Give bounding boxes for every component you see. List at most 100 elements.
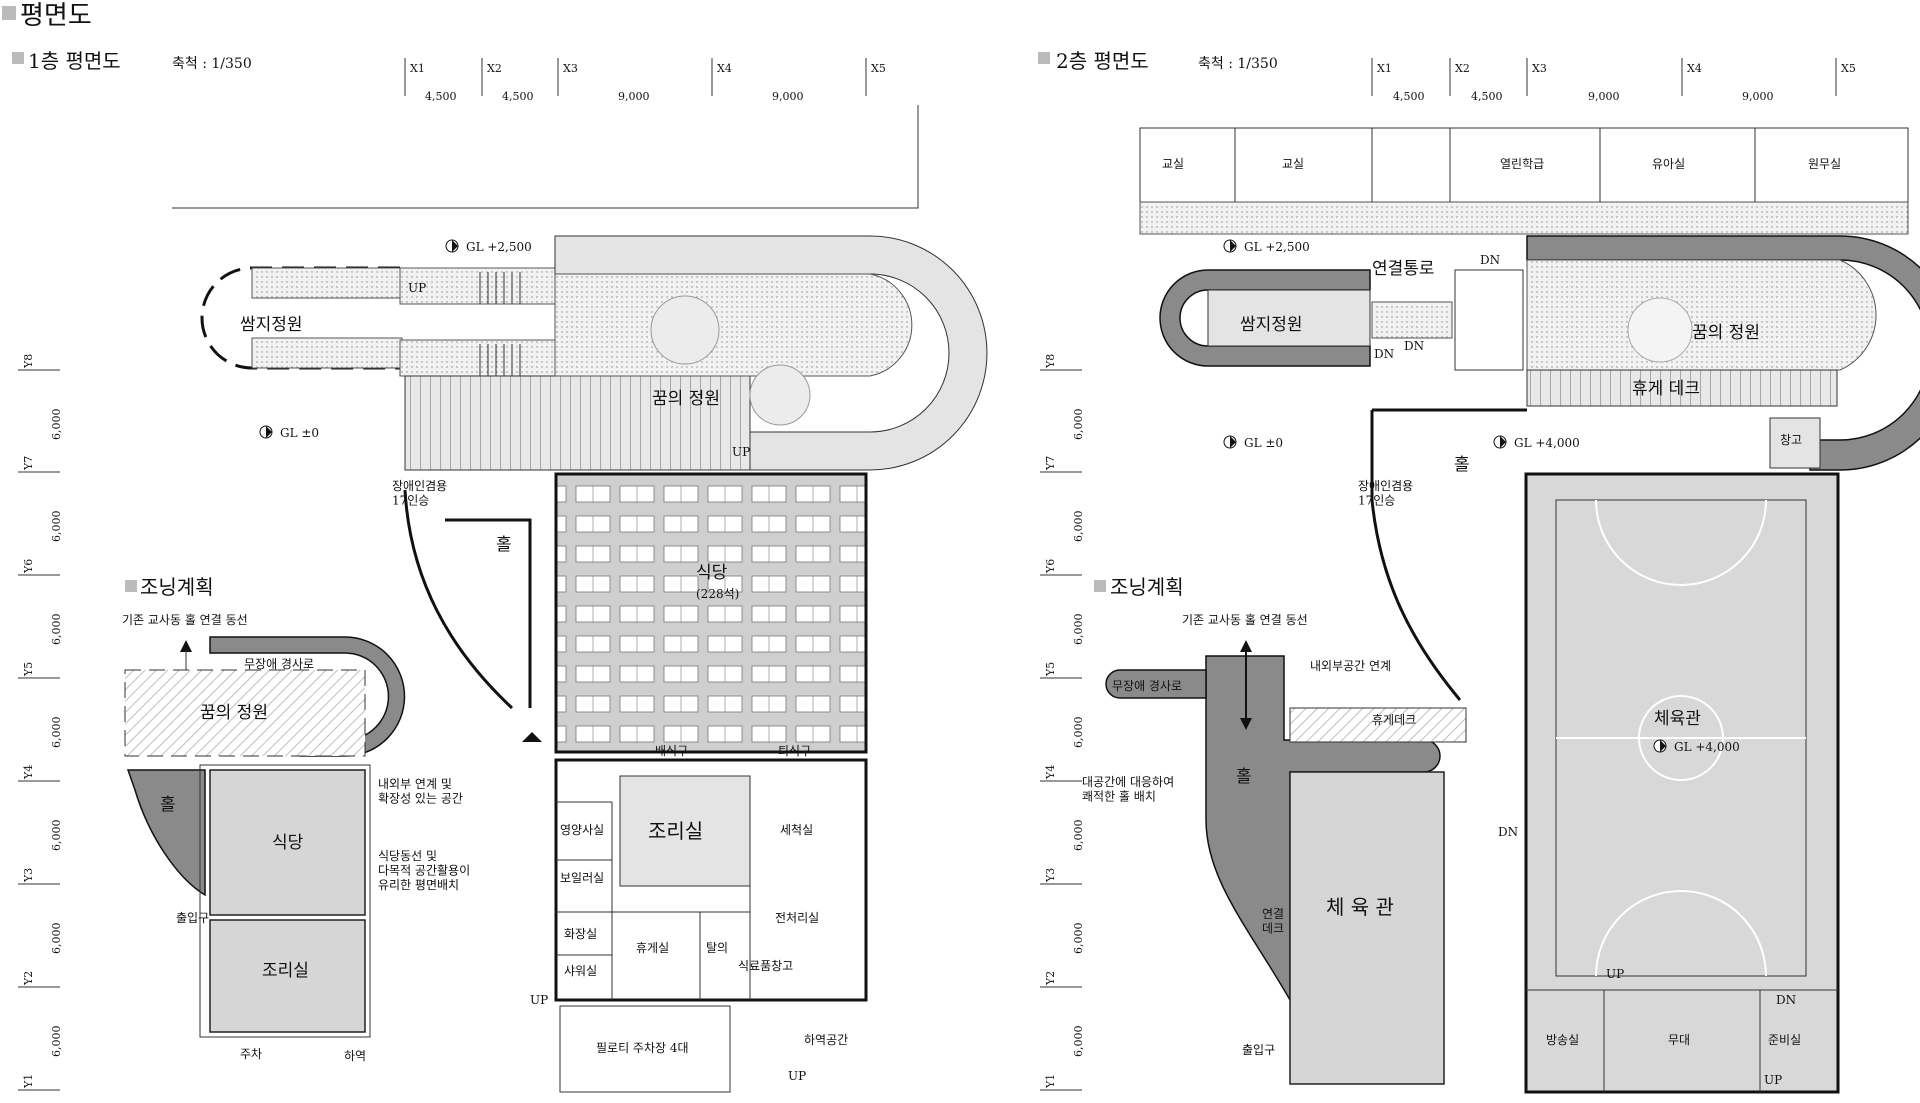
floor1-zoning-kitchen: 조리실 xyxy=(262,961,309,981)
floor2-plan: 2층 평면도 축척 : 1/350 X1 X2 X3 X4 X5 4,500 4… xyxy=(1038,49,1920,1094)
floor1-plan: 1층 평면도 축척 : 1/350 X1 X2 X3 X4 X5 4,500 4… xyxy=(12,49,988,1093)
floor1-zoning-cafeteria: 식당 xyxy=(272,833,304,853)
floor1-grid-x5: X5 xyxy=(871,62,886,75)
floor1-hall xyxy=(403,489,514,710)
floor2-classrooms: 교실 교실 열린학급 유아실 원무실 xyxy=(1139,127,1909,235)
floor2-nursery-label: 유아실 xyxy=(1652,157,1685,171)
floor2-grid-y4: Y4 xyxy=(1044,765,1057,780)
floor1-dream-garden-track xyxy=(554,235,988,471)
floor2-ydim-3: 6,000 xyxy=(1072,614,1085,646)
floor2-zoning-gym: 체 육 관 xyxy=(1326,895,1394,919)
floor2-dn-1: DN xyxy=(1374,347,1394,361)
floor1-up-5: UP xyxy=(788,1069,806,1083)
floor2-ydim-5: 6,000 xyxy=(1072,820,1085,852)
floor2-classroom1-label: 교실 xyxy=(1162,157,1184,171)
floor2-grid-y2: Y2 xyxy=(1044,971,1057,986)
floor2-zoning-title: 조닝계획 xyxy=(1110,575,1184,599)
floor1-zoning: 조닝계획 기존 교사동 홀 연결 동선 무장애 경사로 꿈의 정원 홀 식당 조… xyxy=(122,575,470,1063)
floor1-ydim-4: 6,000 xyxy=(50,717,63,749)
floor1-grid-y4: Y4 xyxy=(22,765,35,780)
floor1-zoning-parking: 주차 xyxy=(240,1047,262,1061)
floor1-grid-y7: Y7 xyxy=(22,456,35,471)
floor2-up-1: UP xyxy=(1606,967,1624,981)
floor1-y-grid: Y8 Y7 Y6 Y5 Y4 Y3 Y2 Y1 6,000 6,000 6,00… xyxy=(18,354,63,1091)
floor2-dim-3: 9,000 xyxy=(1588,90,1620,103)
floor1-grid-x1: X1 xyxy=(410,62,425,75)
floor1-cafeteria-seats: (228석) xyxy=(696,587,739,601)
floor1-cafeteria xyxy=(554,472,868,754)
floor1-grid-y8: Y8 xyxy=(22,354,35,369)
floor2-dim-1: 4,500 xyxy=(1393,90,1425,103)
floor2-ydim-1: 6,000 xyxy=(1072,409,1085,441)
floor1-cafeteria-label: 식당 xyxy=(696,563,728,583)
floor2-gl-upper-text: GL +2,500 xyxy=(1244,240,1310,254)
floor2-broadcast-label: 방송실 xyxy=(1546,1033,1579,1047)
floor2-ssamji-label: 쌈지정원 xyxy=(1240,315,1303,335)
floor1-dream-garden-label: 꿈의 정원 xyxy=(652,389,720,409)
floor2-ssamji-path xyxy=(1159,269,1371,367)
floor2-dn-3: DN xyxy=(1480,253,1500,267)
floor1-toilet-label: 화장실 xyxy=(564,927,597,941)
floor2-ydim-7: 6,000 xyxy=(1072,1026,1085,1058)
floor2-ydim-2: 6,000 xyxy=(1072,511,1085,543)
floor1-zoning-hall: 홀 xyxy=(160,795,176,815)
floor1-shower-label: 샤워실 xyxy=(564,964,597,978)
page-title: 평면도 xyxy=(2,1,92,31)
floor1-hall-label: 홀 xyxy=(496,535,512,555)
floor1-grid-y2: Y2 xyxy=(22,971,35,986)
floor1-ydim-3: 6,000 xyxy=(50,614,63,646)
floor2-gl-hall: GL +4,000 xyxy=(1493,435,1580,450)
floor2-stage-label: 무대 xyxy=(1668,1033,1690,1047)
floor1-washing-label: 세척실 xyxy=(780,823,813,837)
floor1-zoning-garden: 꿈의 정원 xyxy=(200,703,268,723)
floor1-gl-lower-text: GL ±0 xyxy=(280,426,319,440)
floor1-ssamji-path xyxy=(200,266,400,370)
floor1-up-3: UP xyxy=(732,445,750,459)
floor2-gl-gym: GL +4,000 xyxy=(1653,739,1740,754)
floor2-zoning-link: 기존 교사동 홀 연결 동선 xyxy=(1182,613,1308,627)
floor1-kitchen-label: 조리실 xyxy=(648,819,703,843)
floor1-prep-label: 전처리실 xyxy=(775,911,819,925)
floor2-open-class-label: 열린학급 xyxy=(1500,157,1544,171)
floor2-up-2: UP xyxy=(1764,1073,1782,1087)
floor1-up-1: UP xyxy=(408,281,426,295)
floor1-scale: 축척 : 1/350 xyxy=(172,56,252,72)
floor2-grid-y3: Y3 xyxy=(1044,868,1057,883)
floor2-grid-x1: X1 xyxy=(1377,62,1392,75)
floor1-zoning-link: 기존 교사동 홀 연결 동선 xyxy=(122,613,248,627)
floor1-loading-label: 하역공간 xyxy=(804,1033,848,1047)
floor1-zoning-loading: 하역 xyxy=(344,1049,366,1063)
floor2-zoning-entrance: 출입구 xyxy=(1242,1043,1275,1057)
floor2-title: 2층 평면도 xyxy=(1056,49,1149,73)
floor2-scale: 축척 : 1/350 xyxy=(1198,56,1278,72)
floor1-nutrition-label: 영양사실 xyxy=(560,823,604,837)
floor2-dn-2: DN xyxy=(1404,339,1424,353)
floor1-piloti-label: 필로티 주차장 4대 xyxy=(596,1041,689,1055)
floor1-serving-label: 배식구 xyxy=(655,744,688,758)
floor1-grid-x4: X4 xyxy=(717,62,732,75)
floor2-zoning-hall: 홀 xyxy=(1236,767,1252,787)
floor1-title: 1층 평면도 xyxy=(28,49,121,73)
floor2-gl-hall-text: GL +4,000 xyxy=(1514,436,1580,450)
floor1-grid-y5: Y5 xyxy=(22,662,35,677)
floor2-gl-gym-text: GL +4,000 xyxy=(1674,740,1740,754)
floor1-grid-x3: X3 xyxy=(563,62,578,75)
floor2-storage-label: 창고 xyxy=(1780,433,1802,447)
floor2-zoning-inout: 내외부공간 연계 xyxy=(1310,659,1391,673)
floor2-zoning: 조닝계획 기존 교사동 홀 연결 동선 무장애 경사로 내외부공간 연계 휴게데… xyxy=(1082,575,1467,1085)
floor1-zoning-title: 조닝계획 xyxy=(140,575,214,599)
floor1-gl-upper-text: GL +2,500 xyxy=(466,240,532,254)
floor2-grid-y7: Y7 xyxy=(1044,456,1057,471)
floor2-rest-deck-label: 휴게 데크 xyxy=(1632,379,1700,399)
floor2-x-grid: X1 X2 X3 X4 X5 4,500 4,500 9,000 9,000 xyxy=(1371,58,1856,103)
floor1-dim-4: 9,000 xyxy=(772,90,804,103)
floor1-gl-lower: GL ±0 xyxy=(259,425,319,440)
floor2-grid-x5: X5 xyxy=(1841,62,1856,75)
page-title-text: 평면도 xyxy=(20,1,92,31)
floor1-dim-3: 9,000 xyxy=(618,90,650,103)
